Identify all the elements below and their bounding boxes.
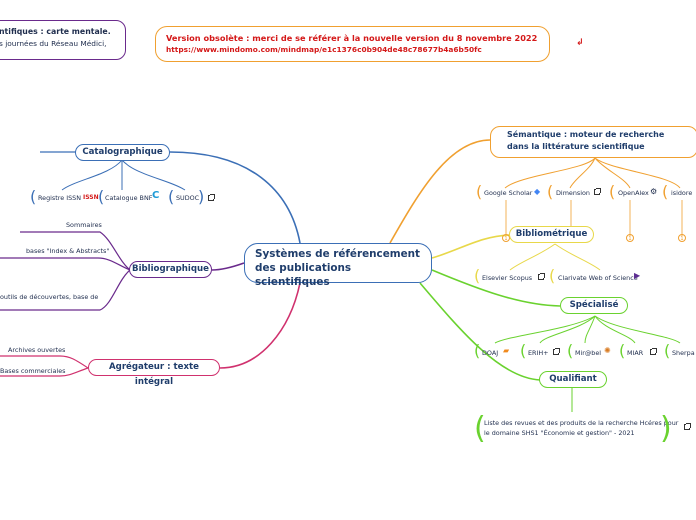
topic-bibliometrique[interactable]: Bibliométrique [509,226,594,243]
new-version-link[interactable]: https://www.mindomo.com/mindmap/e1c1376c… [166,45,482,54]
mirabel-logo-icon: ✺ [604,346,611,355]
leaf-bases-commerciales[interactable]: Bases commerciales [0,367,66,375]
leaf-sudoc[interactable]: SUDOC [176,194,200,202]
bracket-left: ( [567,341,574,360]
external-link-icon[interactable] [208,194,215,201]
bracket-left: ( [474,411,486,446]
leaf-google-scholar[interactable]: Google Scholar [484,189,533,197]
bracket-left: ( [168,187,175,206]
leaf-elsevier-scopus[interactable]: Elsevier Scopus [482,274,533,282]
top-left-note-subtitle: s journées du Réseau Médici, [0,39,107,48]
top-left-note: ntifiques : carte mentale. s journées du… [0,20,126,60]
note-marker-icon[interactable]: 1 [678,234,686,242]
top-left-note-title: ntifiques : carte mentale. [0,27,111,36]
central-topic[interactable]: Systèmes de référencement des publicatio… [244,243,432,288]
leaf-dimension[interactable]: Dimension [556,189,590,197]
leaf-registre-issn[interactable]: Registre ISSN [38,194,81,202]
leaf-archives-ouvertes[interactable]: Archives ouvertes [8,346,66,354]
topic-bibliographique[interactable]: Bibliographique [129,261,212,278]
bracket-left: ( [30,187,37,206]
bracket-left: ( [474,341,481,360]
external-link-icon[interactable] [684,423,691,430]
leaf-mirabel[interactable]: Mir@bel [575,349,602,357]
leaf-sommaires[interactable]: Sommaires [66,221,102,229]
bracket-right: ) [660,411,672,446]
leaf-miar[interactable]: MIAR [627,349,644,357]
issn-logo-icon: ISSN [83,194,99,201]
topic-qualifiant[interactable]: Qualifiant [539,371,607,388]
external-link-icon[interactable] [553,348,560,355]
bracket-left: ( [474,266,481,285]
leaf-openalex[interactable]: OpenAlex [618,189,649,197]
topic-semantique-label: Sémantique : moteur de recherche dans la… [507,130,665,151]
jump-arrow-icon[interactable]: ↲ [576,38,584,48]
obsolete-version-note: Version obsolète : merci de se référer à… [155,26,550,62]
topic-specialise[interactable]: Spécialisé [560,297,628,314]
leaf-index-abstracts[interactable]: bases "Index & Abstracts" [26,247,110,255]
clarivate-logo-icon: ▶ [634,271,641,280]
topic-semantique[interactable]: Sémantique : moteur de recherche dans la… [490,126,696,158]
external-link-icon[interactable] [538,273,545,280]
leaf-hceres-line2[interactable]: le domaine SHS1 "Économie et gestion" - … [484,429,635,437]
bracket-right: ) [198,187,205,206]
leaf-hceres-line1[interactable]: Liste des revues et des produits de la r… [484,419,679,427]
obsolete-version-text: Version obsolète : merci de se référer à… [166,33,538,43]
doaj-logo-icon: ▰ [503,346,510,355]
bracket-left: ( [520,341,527,360]
google-scholar-logo-icon: ◆ [534,187,541,196]
bracket-left: ( [662,182,669,201]
openalex-logo-icon: ⚙ [650,187,658,196]
bracket-left: ( [609,182,616,201]
bracket-left: ( [98,187,105,206]
bracket-left: ( [547,182,554,201]
leaf-isidore[interactable]: isidore [671,189,693,197]
bracket-left: ( [476,182,483,201]
external-link-icon[interactable] [594,188,601,195]
leaf-clarivate-wos[interactable]: Clarivate Web of Science [558,274,638,282]
bracket-left: ( [664,341,671,360]
topic-agregateur[interactable]: Agrégateur : texte intégral [88,359,220,387]
bracket-left: ( [619,341,626,360]
leaf-doaj[interactable]: DOAJ [482,349,499,357]
leaf-catalogue-bnf[interactable]: Catalogue BNF [105,194,153,202]
leaf-erih[interactable]: ERIH+ [528,349,549,357]
external-link-icon[interactable] [650,348,657,355]
topic-catalographique[interactable]: Catalographique [75,144,170,161]
note-marker-icon[interactable]: 1 [626,234,634,242]
leaf-outils-decouverte[interactable]: outils de découvertes, base de [0,293,99,301]
leaf-sherpa[interactable]: Sherpa R [672,349,696,357]
sudoc-logo-icon: C [152,190,160,201]
bracket-left: ( [549,266,556,285]
